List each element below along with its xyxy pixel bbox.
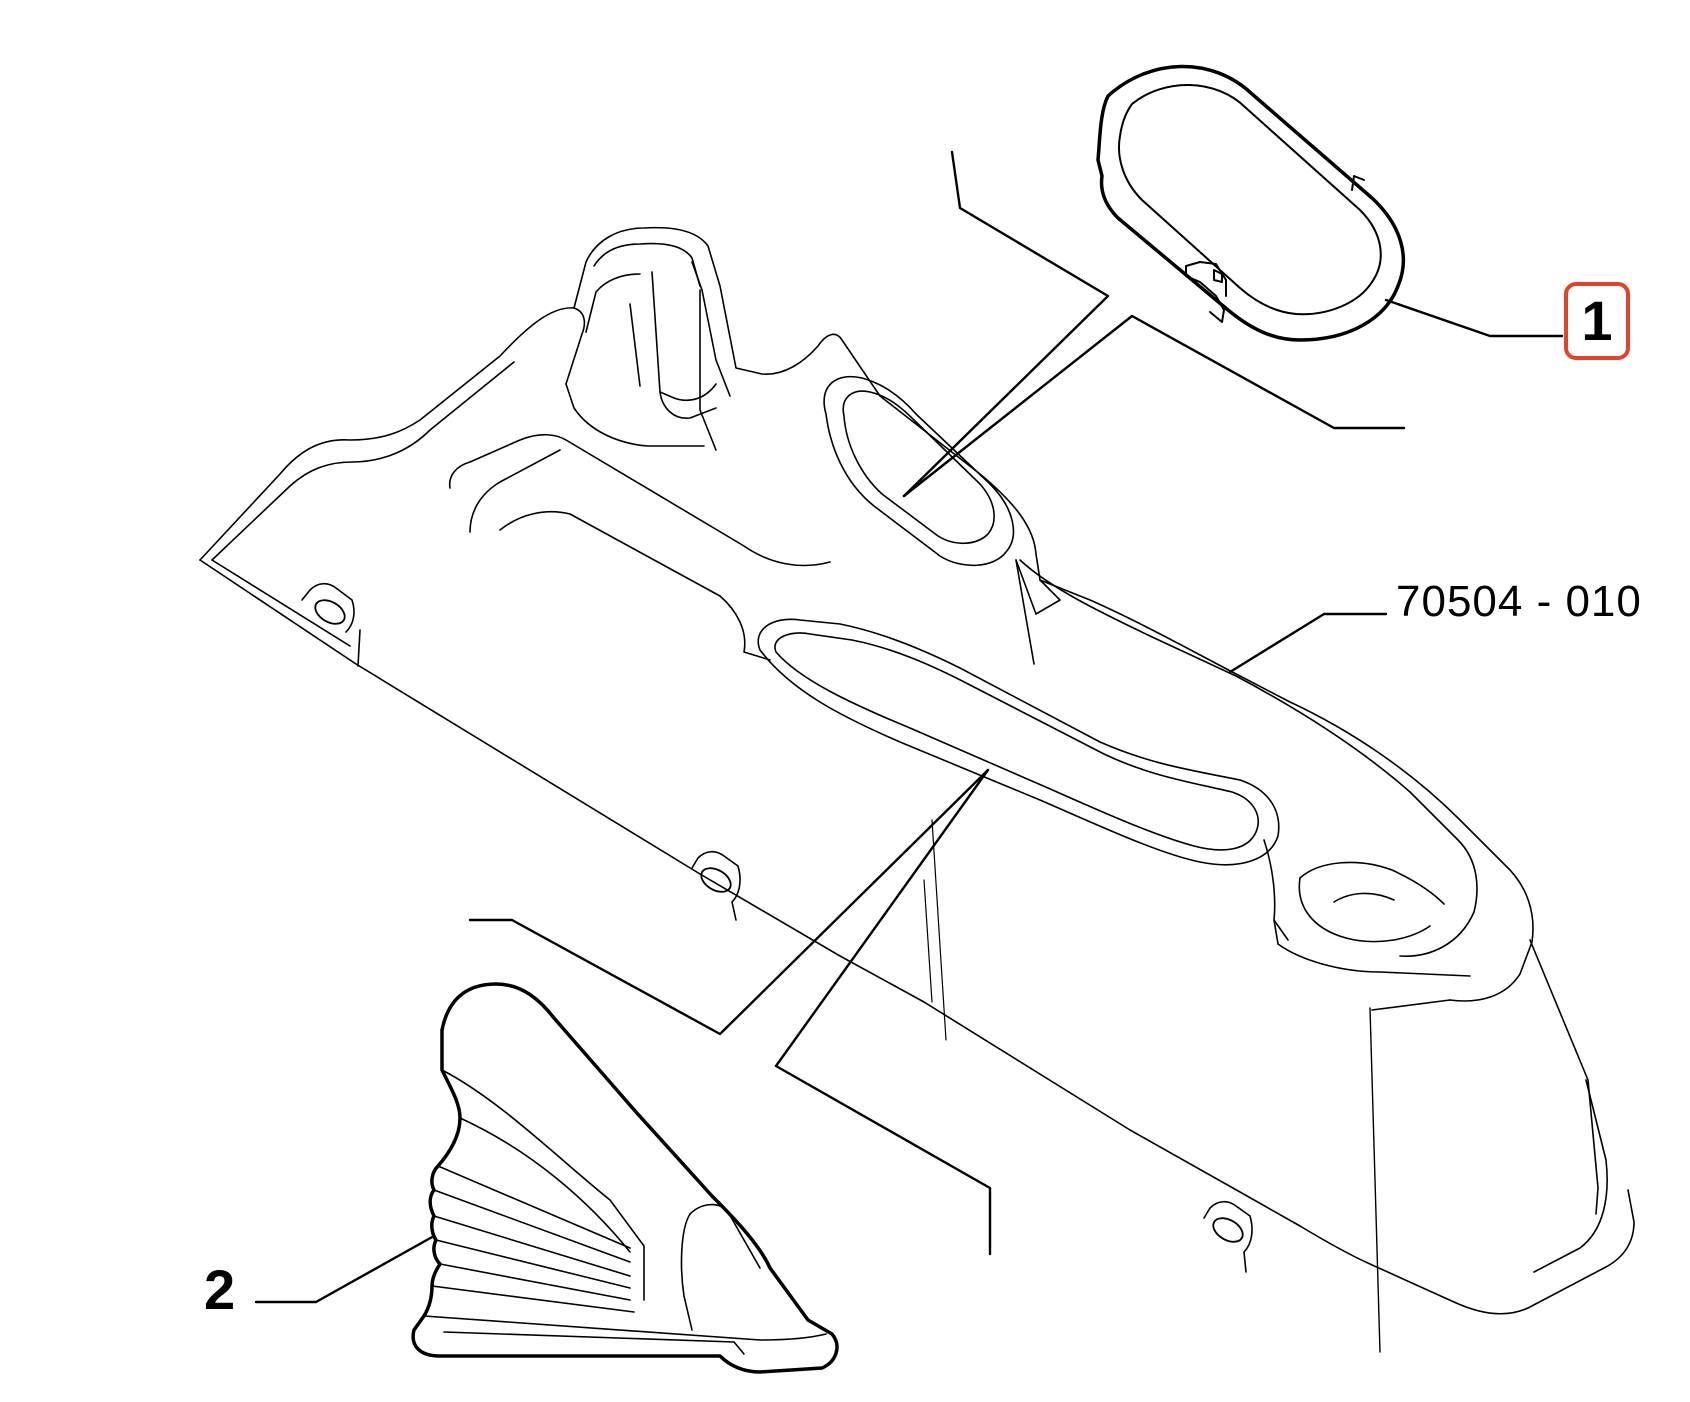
part-1-oval-cap (1096, 64, 1406, 342)
leader-lines (254, 150, 1564, 1304)
callout-part-1-number: 1 (1581, 289, 1613, 352)
callout-part-1: 1 (1564, 282, 1630, 360)
center-console-body (199, 226, 1635, 1353)
assembly-code-label: 70504 - 010 (1396, 577, 1642, 626)
callout-part-2: 2 (204, 1262, 235, 1318)
part-2-gear-boot (411, 982, 839, 1374)
callout-part-2-number: 2 (204, 1258, 236, 1321)
